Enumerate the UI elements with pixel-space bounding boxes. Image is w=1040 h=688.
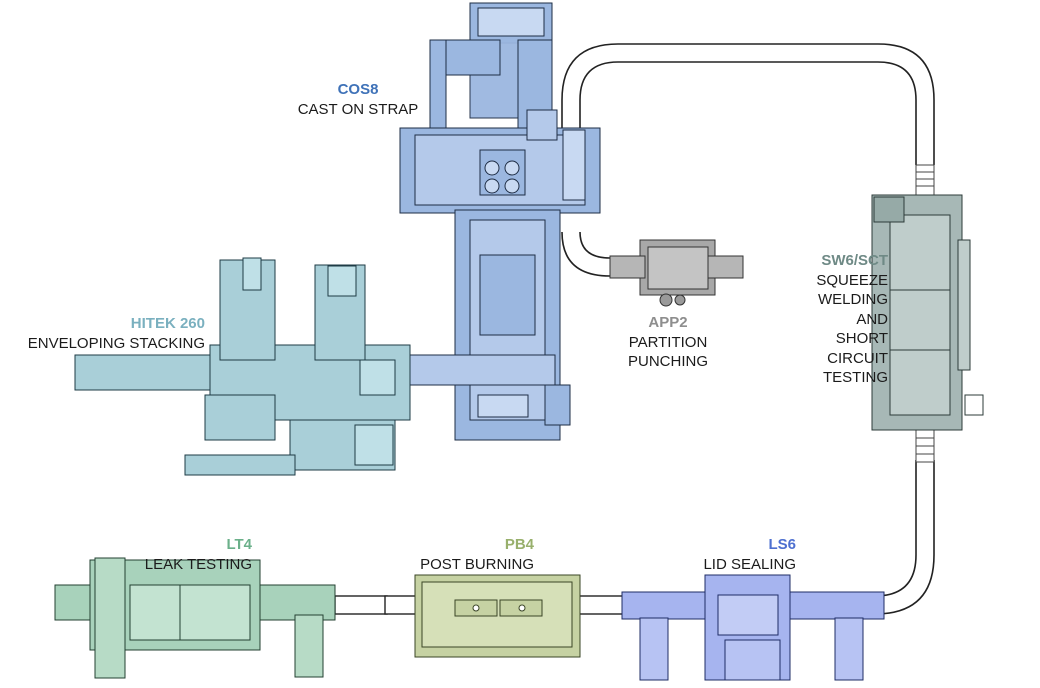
sw6-desc-2: WELDING: [817, 291, 888, 308]
app2-label: APP2 PARTITION PUNCHING: [618, 313, 718, 372]
app2-code: APP2: [648, 314, 688, 331]
sw6-desc-5: CIRCUIT: [827, 349, 888, 367]
cos8-machine: [399, 2, 601, 441]
lt4-machine: [54, 557, 336, 679]
hitek-label: HITEK 260 ENVELOPING STACKING: [20, 314, 205, 353]
hitek-code: HITEK 260: [130, 315, 205, 332]
lt4-code: LT4: [226, 536, 252, 553]
ls6-machine: [621, 574, 885, 681]
sw6-label: SW6/SCT SQUEEZE WELDING AND SHORT CIRCUI…: [780, 251, 888, 388]
lt4-desc: LEAK TESTING: [144, 555, 252, 573]
pb4-machine: [414, 574, 581, 658]
ls6-desc: LID SEALING: [703, 555, 796, 573]
cos8-label: COS8 CAST ON STRAP: [296, 80, 420, 119]
hitek-machine: [74, 257, 411, 476]
ls6-code: LS6: [768, 536, 796, 553]
app2-desc-1: PARTITION: [628, 333, 708, 351]
conveyor-loop: [561, 43, 935, 615]
sw6-machine: [871, 194, 984, 431]
ls6-label: LS6 LID SEALING: [680, 535, 796, 574]
sw6-desc-3: AND: [856, 310, 888, 328]
cos8-desc: CAST ON STRAP: [297, 100, 419, 118]
pb4-desc: POST BURNING: [420, 555, 534, 573]
cos8-code: COS8: [337, 81, 379, 98]
sw6-desc-6: TESTING: [822, 369, 888, 386]
app2-desc-2: PUNCHING: [627, 353, 708, 370]
conveyor-ladders: [915, 164, 935, 463]
pb4-code: PB4: [504, 536, 534, 553]
lt4-label: LT4 LEAK TESTING: [130, 535, 252, 574]
hitek-desc: ENVELOPING STACKING: [27, 334, 205, 352]
bottom-conveyor: [334, 595, 625, 615]
sw6-code: SW6/SCT: [821, 252, 888, 269]
pb4-label: PB4 POST BURNING: [400, 535, 534, 574]
sw6-desc-1: SQUEEZE: [816, 271, 888, 289]
app2-machine: [609, 239, 744, 307]
sw6-desc-4: SHORT: [835, 330, 888, 347]
